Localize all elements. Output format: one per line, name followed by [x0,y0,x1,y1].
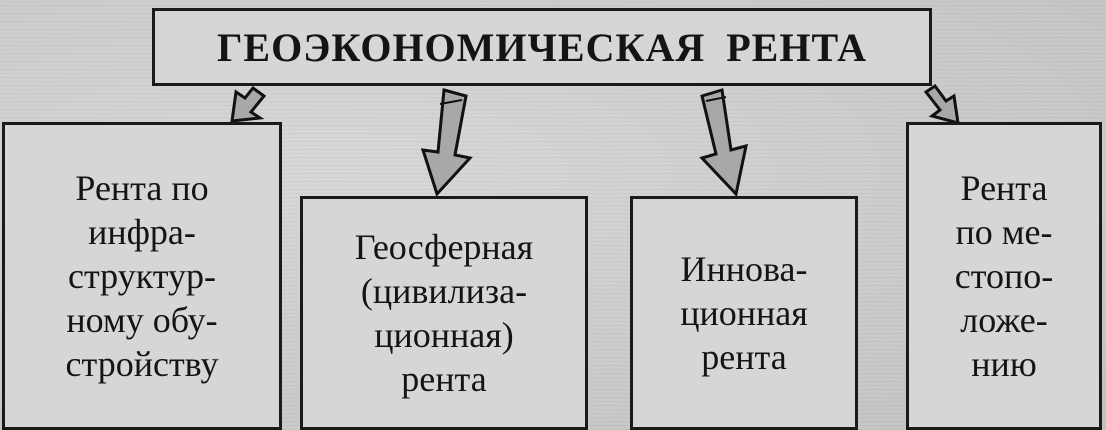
box-infrastructure-rent-label: Рента по инфра- структур- ному обу- стро… [65,168,219,384]
box-innovation-rent: Иннова- ционная рента [630,196,858,430]
box-geospheric-rent: Геосферная (цивилиза- ционная) рента [300,196,588,430]
title-box: ГЕОЭКОНОМИЧЕСКАЯ РЕНТА [152,8,932,86]
box-geospheric-rent-label: Геосферная (цивилиза- ционная) рента [354,227,534,399]
box-location-rent: Рента по ме- стопо- ложе- нию [906,122,1102,430]
box-infrastructure-rent: Рента по инфра- структур- ному обу- стро… [2,122,282,430]
box-innovation-rent-label: Иннова- ционная рента [680,249,808,377]
box-location-rent-label: Рента по ме- стопо- ложе- нию [954,168,1054,384]
diagram-title: ГЕОЭКОНОМИЧЕСКАЯ РЕНТА [216,24,868,70]
